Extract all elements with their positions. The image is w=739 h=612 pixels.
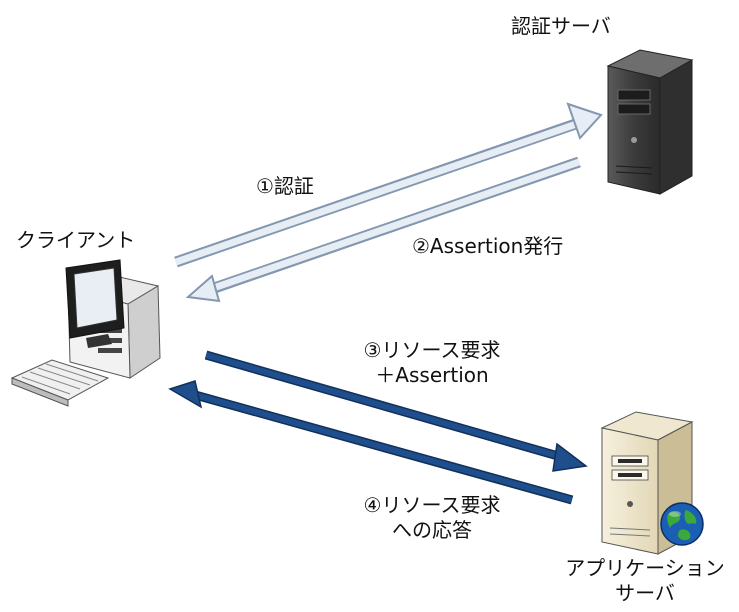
step3-label: ③リソース要求 ＋Assertion (332, 338, 532, 388)
server-tower-icon (606, 49, 694, 195)
step3-label-line2: ＋Assertion (375, 363, 489, 387)
arrow-step4-resource-response (168, 380, 574, 505)
auth-server-label: 認証サーバ (511, 14, 611, 38)
app-server-label: アプリケーション サーバ (551, 556, 739, 606)
step2-label: ②Assertion発行 (412, 234, 564, 258)
step4-label-line1: ④リソース要求 (363, 493, 501, 517)
arrow-step2-assertion-issue (185, 156, 581, 303)
step4-label-line2: への応答 (392, 518, 472, 542)
step4-label: ④リソース要求 への応答 (332, 493, 532, 543)
arrow-step1-authentication (174, 102, 603, 268)
globe-icon (660, 502, 704, 546)
step1-label: ①認証 (256, 174, 314, 198)
arrow-step3-resource-request (204, 350, 588, 472)
client-label: クライアント (16, 228, 136, 252)
step3-label-line1: ③リソース要求 (363, 338, 501, 362)
app-server-label-line1: アプリケーション (565, 556, 725, 580)
app-server-label-line2: サーバ (615, 581, 675, 605)
desktop-computer-icon (10, 259, 161, 407)
